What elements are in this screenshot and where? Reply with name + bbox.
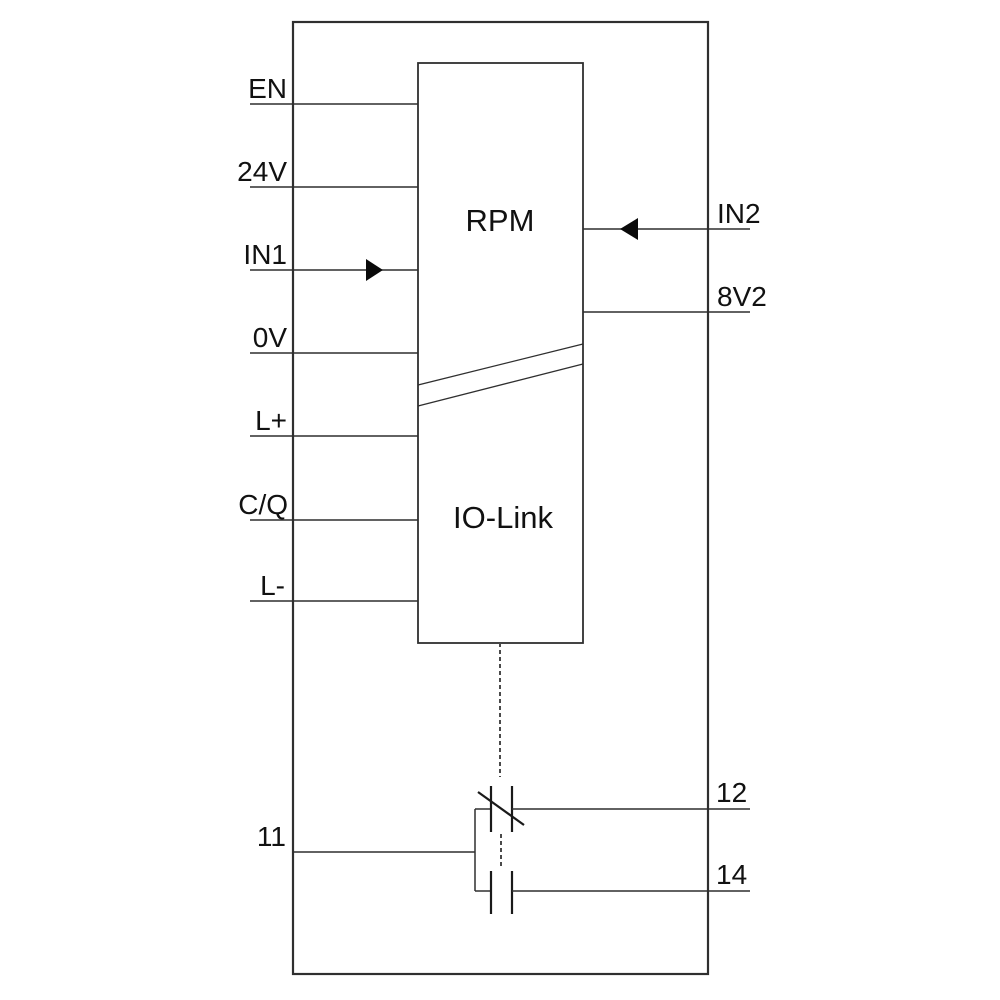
isolation-separator-line-1 [417, 343, 584, 386]
no-contact: 14 [475, 859, 750, 914]
relay-contact-group: 11 12 14 [257, 777, 750, 914]
terminal-lplus: L+ [250, 405, 418, 437]
terminal-14-label: 14 [716, 859, 747, 890]
terminal-8v2: 8V2 [583, 281, 767, 313]
terminal-cq-label: C/Q [238, 489, 288, 520]
terminal-0v: 0V [250, 322, 418, 354]
arrow-right-icon [366, 259, 383, 281]
terminal-lplus-label: L+ [255, 405, 287, 436]
terminal-en: EN [248, 73, 418, 105]
terminal-12-label: 12 [716, 777, 747, 808]
terminal-in2: IN2 [583, 198, 761, 240]
terminal-cq: C/Q [238, 489, 418, 521]
nc-contact: 12 [475, 777, 750, 832]
terminal-in1: IN1 [243, 239, 418, 281]
terminal-in2-label: IN2 [717, 198, 761, 229]
terminal-11-label: 11 [257, 821, 286, 852]
terminal-lminus-label: L- [260, 570, 285, 601]
function-block [417, 62, 584, 644]
rpm-block-label: RPM [466, 203, 535, 238]
terminal-en-label: EN [248, 73, 287, 104]
io-link-block-label: IO-Link [453, 500, 553, 535]
terminal-in1-label: IN1 [243, 239, 287, 270]
arrow-left-icon [620, 218, 638, 240]
device-outline [291, 20, 710, 976]
nc-contact-slash [477, 791, 525, 826]
terminal-0v-label: 0V [253, 322, 288, 353]
terminal-lminus: L- [250, 570, 418, 602]
terminal-24v-label: 24V [237, 156, 287, 187]
terminal-8v2-label: 8V2 [717, 281, 767, 312]
isolation-separator-line-2 [417, 363, 584, 407]
terminal-24v: 24V [237, 156, 418, 188]
